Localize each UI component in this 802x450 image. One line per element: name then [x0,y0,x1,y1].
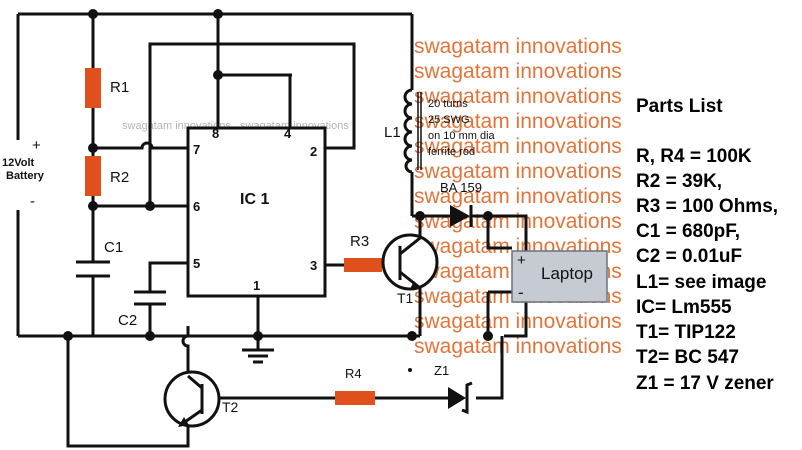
parts-item: IC= Lm555 [636,297,732,318]
junction-dot [213,9,223,19]
ic-pin-7: 7 [193,142,200,157]
coil-note-4: ferrite rod [428,146,475,158]
junction-dot [88,143,98,153]
zener-bar [461,381,473,415]
junction-dot [88,201,98,211]
laptop-plus: + [517,252,526,269]
laptop-minus: - [518,283,524,302]
c2-label: C2 [118,312,137,329]
t2-collector-wire [181,326,190,376]
t1-arrow-icon [410,281,421,289]
junction-dot [483,331,493,341]
watermark-line: swagatam innovations [414,85,622,108]
parts-item: C2 = 0.01uF [636,246,742,267]
watermark-line: swagatam innovations [414,160,622,183]
diode-label: BA 159 [440,180,482,195]
watermark-line: swagatam innovations [414,185,622,208]
watermark-line: swagatam innovations [414,60,622,83]
diode-icon [450,205,470,227]
laptop-box [511,250,608,303]
zener-icon [448,387,466,409]
watermark-line: swagatam innovations [414,310,622,333]
parts-item: R2 = 39K, [636,171,722,192]
battery: + 12Volt Battery - [2,137,45,210]
parts-item: R, R4 = 100K [636,146,752,167]
t1-label: T1 [397,290,414,306]
ground-icon [242,348,274,364]
ic-pin-2: 2 [310,144,317,159]
ic-pin-5: 5 [193,256,200,271]
t2-transistor-icon [163,370,221,428]
c1-capacitor [76,260,110,278]
c1-label: C1 [104,239,123,256]
r3-label: R3 [350,233,369,250]
parts-list: Parts List R, R4 = 100K R2 = 39K, R3 = 1… [636,96,778,394]
coil-note-3: on 10 mm dia [428,130,496,142]
parts-item: R3 = 100 Ohms, [636,196,778,217]
junction-dot [483,211,493,221]
watermark-line: swagatam innovations [414,135,622,158]
watermark-line: swagatam innovations [414,335,622,358]
junction-dot [63,331,73,341]
pin8-4-wire [216,14,292,128]
coil-note-2: 25 SWG [428,114,470,126]
t2-base-wire [215,336,504,400]
junctions [63,9,493,372]
ic-pin-4: 4 [284,126,292,141]
junction-dot [145,201,155,211]
junction-dot [145,331,155,341]
battery-name: Battery [6,170,45,182]
ic-pin-8: 8 [212,126,219,141]
parts-item: L1= see image [636,272,766,293]
l1-core-icon [417,92,422,170]
watermark-line: swagatam innovations [414,110,622,133]
t2-label: T2 [222,399,239,415]
l1-coil-icon [403,88,413,174]
battery-plus: + [32,137,41,154]
pin7-wire [93,141,188,150]
ic1-body [186,126,327,298]
junction-dot [253,331,263,341]
c2-capacitor [134,290,166,306]
r4-resistor [335,391,375,405]
pin5-wire [148,261,188,336]
battery-gap [5,140,33,210]
r2-label: R2 [110,169,129,186]
parts-item: T2= BC 547 [636,347,739,368]
junction-dot [407,331,417,341]
junction-dot [213,70,223,80]
watermark-line: swagatam innovations [414,35,622,58]
parts-item: T1= TIP122 [636,322,736,343]
laptop-leads [486,216,512,336]
ic-pin-6: 6 [193,199,200,214]
parts-list-title: Parts List [636,96,723,117]
ic-pin-1: 1 [253,278,260,293]
junction-dot [408,368,412,372]
r3-resistor [344,258,382,272]
laptop-label: Laptop [541,264,593,283]
coil-note-1: 20 turns [428,98,468,110]
ic-pin-3: 3 [310,258,317,273]
battery-voltage: 12Volt [2,157,35,169]
t2-emitter-loop [66,336,190,448]
parts-item: C1 = 680pF, [636,221,740,242]
parts-item: Z1 = 17 V zener [636,373,774,394]
z1-label: Z1 [434,363,449,378]
r4-label: R4 [345,366,362,381]
r2-resistor [85,156,101,196]
pin2-loop [148,42,356,150]
l1-label: L1 [384,124,401,141]
r1-resistor [85,68,101,108]
watermark-line: swagatam innovations [414,210,622,233]
r1-label: R1 [110,79,129,96]
t2-arrow-icon [178,417,189,427]
junction-dot [88,9,98,19]
battery-minus: - [30,193,35,210]
ic1-label: IC 1 [240,191,269,208]
